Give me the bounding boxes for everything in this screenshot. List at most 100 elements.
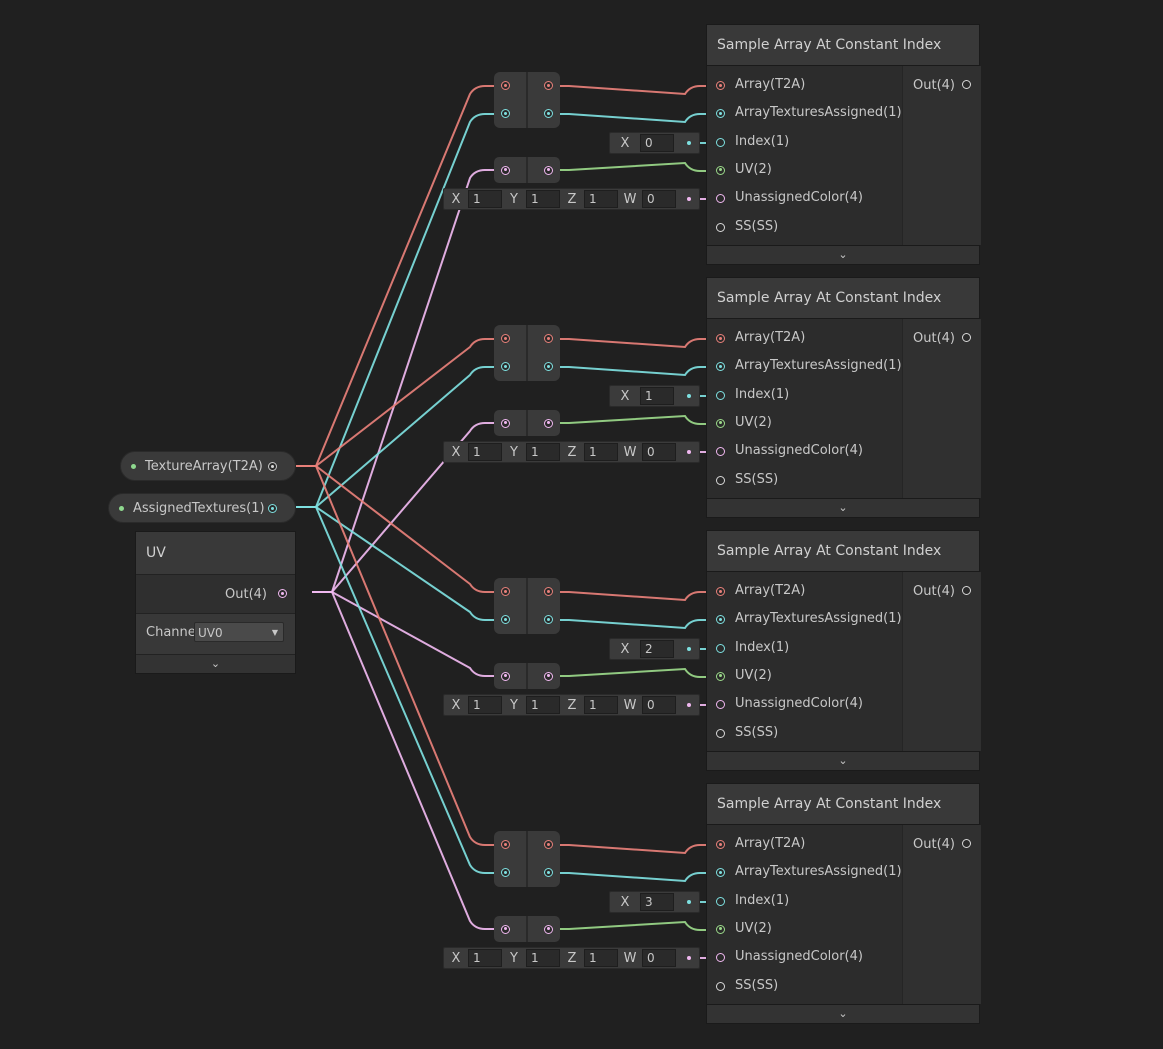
reroute-in-port[interactable]	[501, 671, 510, 681]
axis-value-x[interactable]: 1	[468, 949, 502, 967]
input-port[interactable]	[716, 362, 725, 372]
axis-value-z[interactable]: 1	[584, 949, 618, 967]
reroute-out-port[interactable]	[544, 587, 553, 596]
reroute-uv[interactable]	[494, 410, 560, 436]
input-port[interactable]	[716, 924, 725, 934]
axis-value-z[interactable]: 1	[584, 696, 618, 714]
input-port[interactable]	[716, 728, 725, 738]
input-port[interactable]	[716, 840, 725, 849]
axis-value-w[interactable]: 0	[642, 949, 676, 967]
axis-value-x[interactable]: 1	[468, 696, 502, 714]
reroute-out-port[interactable]	[544, 165, 553, 175]
index-value[interactable]: 3	[640, 893, 674, 911]
axis-value-z[interactable]: 1	[584, 443, 618, 461]
input-port[interactable]	[716, 109, 725, 119]
texture-array-output-port[interactable]	[268, 462, 277, 471]
reroute-pair-stack[interactable]	[494, 72, 560, 128]
input-port[interactable]	[716, 447, 725, 457]
assigned-textures-property[interactable]: AssignedTextures(1)	[108, 493, 296, 523]
reroute-uv[interactable]	[494, 663, 560, 689]
input-port[interactable]	[716, 165, 725, 175]
reroute-out-port[interactable]	[544, 671, 553, 681]
reroute-pair-stack[interactable]	[494, 831, 560, 887]
index-value[interactable]: 0	[640, 134, 674, 152]
input-port[interactable]	[716, 868, 725, 878]
axis-value-y[interactable]: 1	[526, 443, 560, 461]
expand-chevron-down-icon[interactable]: ⌄	[706, 498, 980, 518]
output-port[interactable]	[962, 839, 971, 848]
reroute-in-port[interactable]	[501, 165, 510, 175]
uv-node[interactable]: UV Out(4) Channe UV0 ⌄	[135, 531, 296, 674]
input-port[interactable]	[716, 475, 725, 485]
index-value[interactable]: 1	[640, 387, 674, 405]
reroute-uv[interactable]	[494, 916, 560, 942]
reroute-in-port[interactable]	[501, 587, 510, 596]
reroute-out-port[interactable]	[544, 840, 553, 849]
input-port[interactable]	[716, 194, 725, 204]
input-port[interactable]	[716, 390, 725, 400]
reroute-out-port[interactable]	[544, 418, 553, 428]
input-port[interactable]	[716, 334, 725, 343]
axis-value-w[interactable]: 0	[642, 443, 676, 461]
input-port[interactable]	[716, 896, 725, 906]
reroute-in-port[interactable]	[501, 334, 510, 343]
assigned-textures-output-port[interactable]	[268, 504, 277, 513]
reroute-out-port[interactable]	[544, 615, 553, 624]
reroute-in-port[interactable]	[501, 418, 510, 428]
axis-value-w[interactable]: 0	[642, 696, 676, 714]
reroute-in-port[interactable]	[501, 924, 510, 934]
reroute-out-port[interactable]	[544, 868, 553, 877]
reroute-out-port[interactable]	[544, 109, 553, 118]
reroute-in-port[interactable]	[501, 81, 510, 90]
expand-chevron-down-icon[interactable]: ⌄	[706, 1004, 980, 1024]
index-value[interactable]: 2	[640, 640, 674, 658]
reroute-in-port[interactable]	[501, 615, 510, 624]
uv-expand-chevron-down-icon[interactable]: ⌄	[136, 654, 295, 673]
input-port[interactable]	[716, 418, 725, 428]
axis-value-y[interactable]: 1	[526, 949, 560, 967]
texture-array-property[interactable]: TextureArray(T2A)	[120, 451, 296, 481]
input-port[interactable]	[716, 643, 725, 653]
output-port[interactable]	[962, 586, 971, 595]
axis-value-x[interactable]: 1	[468, 443, 502, 461]
input-port[interactable]	[716, 222, 725, 232]
reroute-in-port[interactable]	[501, 109, 510, 118]
expand-chevron-down-icon[interactable]: ⌄	[706, 245, 980, 265]
input-port[interactable]	[716, 137, 725, 147]
input-port[interactable]	[716, 587, 725, 596]
reroute-in-port[interactable]	[501, 840, 510, 849]
input-port[interactable]	[716, 615, 725, 625]
reroute-uv[interactable]	[494, 157, 560, 183]
input-port[interactable]	[716, 81, 725, 90]
output-port[interactable]	[962, 80, 971, 89]
reroute-pair-stack[interactable]	[494, 578, 560, 634]
axis-value-w[interactable]: 0	[642, 190, 676, 208]
input-port[interactable]	[716, 700, 725, 710]
reroute-in-port[interactable]	[501, 362, 510, 371]
output-port[interactable]	[962, 333, 971, 342]
reroute-pair-stack[interactable]	[494, 325, 560, 381]
axis-value-x[interactable]: 1	[468, 190, 502, 208]
axis-value-z[interactable]: 1	[584, 190, 618, 208]
reroute-out-port[interactable]	[544, 334, 553, 343]
reroute-out-port[interactable]	[544, 924, 553, 934]
channel-dropdown[interactable]: UV0	[194, 622, 284, 643]
reroute-in-port[interactable]	[501, 868, 510, 877]
expand-chevron-down-icon[interactable]: ⌄	[706, 751, 980, 771]
input-port[interactable]	[716, 981, 725, 991]
axis-value-y[interactable]: 1	[526, 696, 560, 714]
reroute-out-port[interactable]	[544, 81, 553, 90]
axis-value-y[interactable]: 1	[526, 190, 560, 208]
